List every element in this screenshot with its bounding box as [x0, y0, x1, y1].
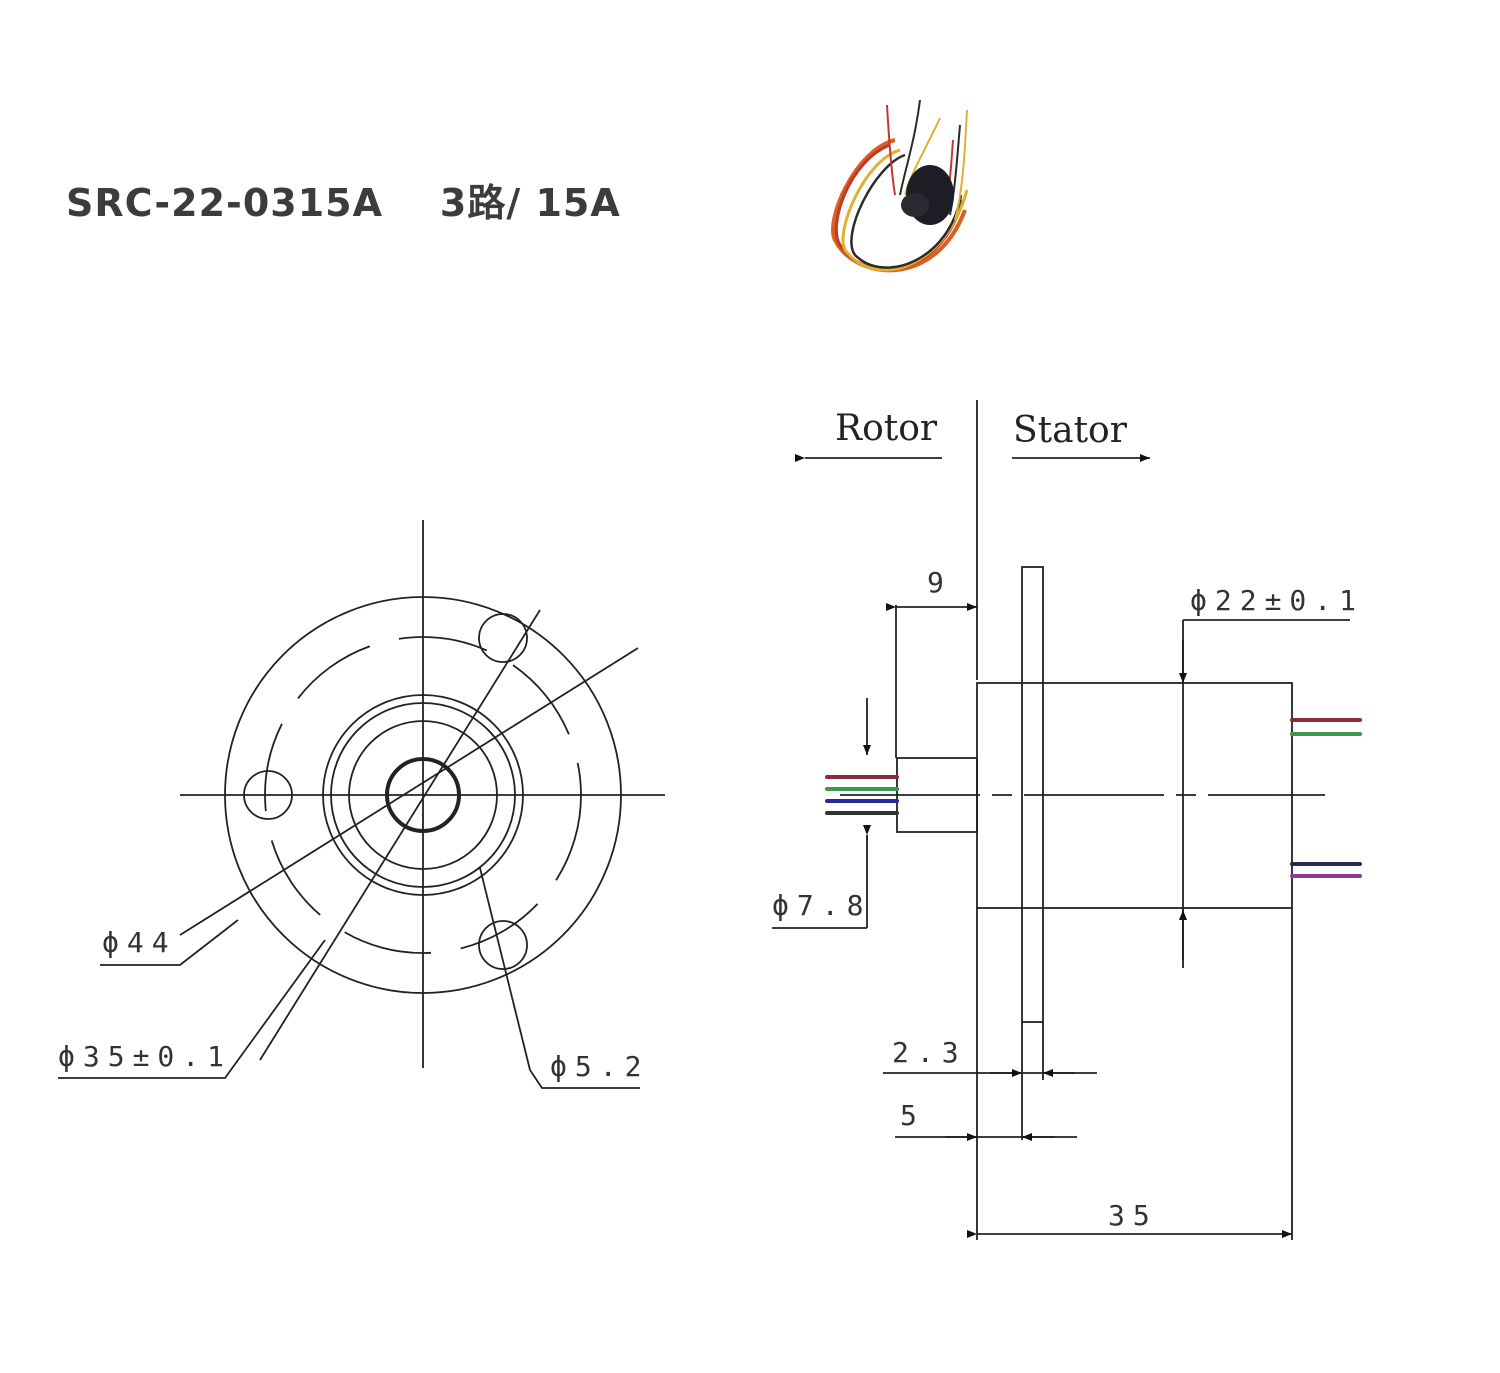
dim-bolt-circle: ϕ35±0.1 [58, 1040, 232, 1073]
stator-wires [1290, 718, 1362, 878]
dim-body-length: 35 [1108, 1199, 1158, 1232]
product-photo [831, 100, 969, 273]
stator-label: Stator [1013, 410, 1128, 451]
dim-flange-offset: 5 [900, 1099, 925, 1132]
dim-shaft-diameter: ϕ7.8 [772, 889, 871, 922]
dim-body-diameter: ϕ22±0.1 [1190, 584, 1364, 617]
side-view [772, 400, 1350, 1240]
dim-shaft-length: 9 [927, 566, 952, 599]
dim-flange-thickness: 2.3 [892, 1036, 967, 1069]
front-view [58, 520, 665, 1089]
model-title: SRC-22-0315A 3路/ 15A [66, 181, 621, 225]
rotor-label: Rotor [835, 408, 938, 449]
dim-mounting-hole: ϕ5.2 [550, 1050, 649, 1083]
dim-outer-diameter: ϕ44 [102, 926, 177, 959]
rotor-wires [825, 775, 899, 815]
